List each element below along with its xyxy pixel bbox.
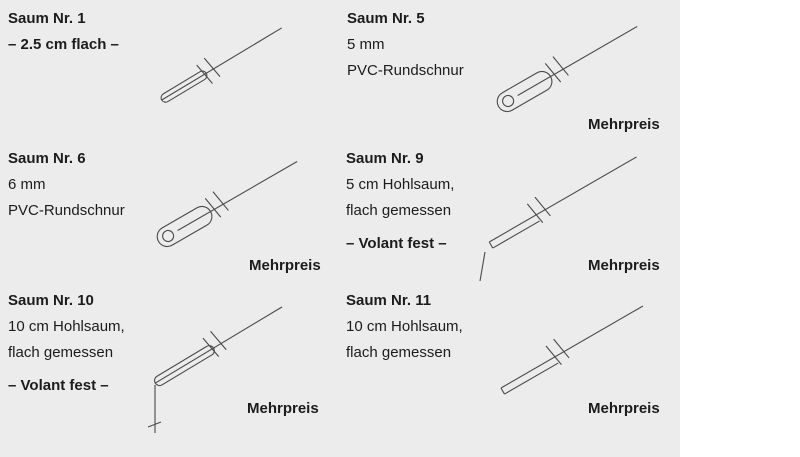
saum-diagram-panel [0, 0, 680, 457]
saum-1-text: Saum Nr. 1 – 2.5 cm flach – [8, 6, 119, 58]
saum-10-spec-1: 10 cm Hohlsaum, [8, 318, 125, 335]
saum-6-spec-2: PVC-Rundschnur [8, 202, 125, 219]
saum-11-hollow-hem-drawing [500, 305, 644, 395]
saum-9-text: Saum Nr. 9 5 cm Hohlsaum, flach gemessen… [346, 146, 454, 257]
saum-9-volant-note: – Volant fest – [346, 235, 447, 252]
saum-9-spec-2: flach gemessen [346, 202, 452, 219]
mehrpreis-label-saum-11: Mehrpreis [588, 400, 660, 417]
saum-10-text: Saum Nr. 10 10 cm Hohlsaum, flach gemess… [8, 288, 125, 399]
saum-1-title: Saum Nr. 1 [8, 10, 86, 27]
saum-10-spec-2: flach gemessen [8, 344, 114, 361]
saum-9-spec-1: 5 cm Hohlsaum, [346, 176, 455, 193]
mehrpreis-label-saum-10: Mehrpreis [247, 400, 319, 417]
saum-5-spec-2: PVC-Rundschnur [347, 62, 464, 79]
saum-6-text: Saum Nr. 6 6 mm PVC-Rundschnur [8, 146, 125, 224]
saum-5-spec-1: 5 mm [347, 36, 385, 53]
saum-1-flat-hem-drawing [160, 27, 282, 103]
saum-6-title: Saum Nr. 6 [8, 150, 86, 167]
saum-1-spec: – 2.5 cm flach – [8, 36, 119, 53]
saum-10-hollow-hem-volant-drawing [147, 306, 283, 433]
saum-11-spec-1: 10 cm Hohlsaum, [346, 318, 463, 335]
saum-11-text: Saum Nr. 11 10 cm Hohlsaum, flach gemess… [346, 288, 463, 366]
saum-5-text: Saum Nr. 5 5 mm PVC-Rundschnur [347, 6, 464, 84]
saum-5-round-cord-drawing [496, 26, 638, 113]
saum-6-spec-1: 6 mm [8, 176, 46, 193]
saum-11-spec-2: flach gemessen [346, 344, 452, 361]
saum-11-title: Saum Nr. 11 [346, 292, 432, 309]
mehrpreis-label-saum-9: Mehrpreis [588, 257, 660, 274]
mehrpreis-label-saum-5: Mehrpreis [588, 116, 660, 133]
mehrpreis-label-saum-6: Mehrpreis [249, 257, 321, 274]
saum-6-round-cord-drawing [156, 161, 298, 248]
saum-9-hollow-hem-drawing [479, 156, 637, 282]
saum-5-title: Saum Nr. 5 [347, 10, 425, 27]
saum-10-volant-note: – Volant fest – [8, 377, 109, 394]
saum-9-title: Saum Nr. 9 [346, 150, 424, 167]
saum-10-title: Saum Nr. 10 [8, 292, 94, 309]
